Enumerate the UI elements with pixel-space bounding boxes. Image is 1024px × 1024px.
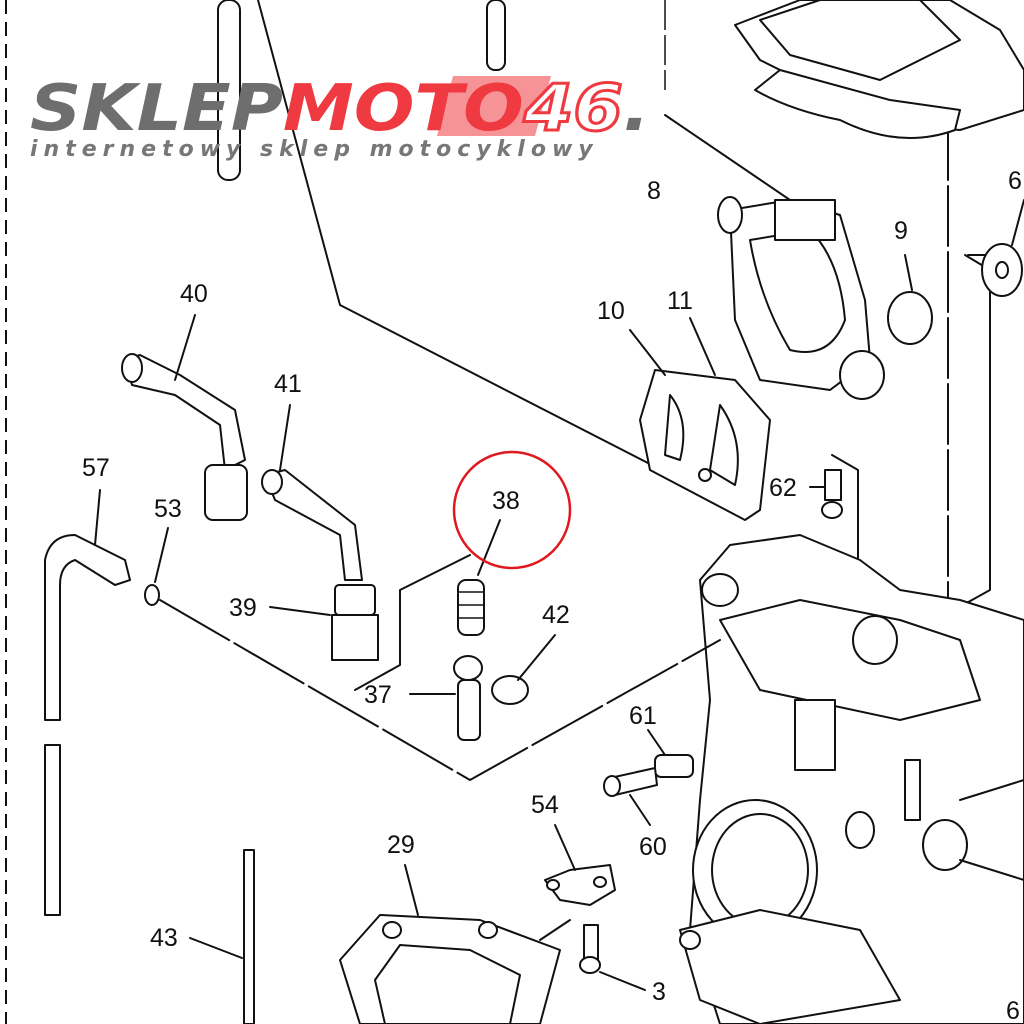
label-6-top: 6 <box>1008 167 1022 195</box>
part-3 <box>579 924 646 991</box>
watermark-backdrop <box>436 76 552 136</box>
part-37 <box>409 655 483 741</box>
group-frame-line <box>159 599 721 781</box>
part-cover-top <box>734 0 1024 139</box>
label-9: 9 <box>894 217 908 245</box>
label-62: 62 <box>769 474 797 502</box>
label-54: 54 <box>531 791 559 819</box>
highlight-circle-38 <box>452 450 572 570</box>
part-43 <box>189 849 255 1024</box>
label-41: 41 <box>274 370 302 398</box>
label-53: 53 <box>154 495 182 523</box>
label-57: 57 <box>82 454 110 482</box>
watermark-46: 46 <box>523 72 623 146</box>
part-60-61 <box>603 729 694 826</box>
part-9 <box>887 254 933 345</box>
watermark-sklep: SKLEP <box>30 72 283 146</box>
part-40 <box>121 314 248 521</box>
part-53 <box>144 527 169 606</box>
label-42: 42 <box>542 601 570 629</box>
watermark-tagline: internetowy sklep motocyklowy <box>30 137 599 162</box>
label-40: 40 <box>180 280 208 308</box>
label-37: 37 <box>364 681 392 709</box>
part-10-11-gasket <box>629 317 771 521</box>
label-3: 3 <box>652 978 666 1006</box>
part-6-washer <box>967 199 1024 297</box>
label-39: 39 <box>229 594 257 622</box>
label-29: 29 <box>387 831 415 859</box>
watermark-moto: MOTO <box>283 72 524 146</box>
part-38 <box>457 519 501 636</box>
label-61: 61 <box>629 702 657 730</box>
label-8: 8 <box>647 177 661 205</box>
part-8 <box>717 196 885 400</box>
part-62 <box>809 454 859 561</box>
rod-top-left <box>217 0 241 181</box>
part-42 <box>491 634 556 705</box>
part-57 <box>44 489 131 916</box>
carburetor-body <box>679 534 1024 1024</box>
label-11: 11 <box>667 287 693 315</box>
part-39 <box>269 584 379 661</box>
part-41 <box>261 404 363 581</box>
part-29 <box>339 864 571 1024</box>
part-54 <box>544 824 616 906</box>
label-60: 60 <box>639 833 667 861</box>
watermark-dot: . <box>623 72 650 146</box>
leader-line <box>664 114 791 201</box>
label-38: 38 <box>492 487 520 515</box>
label-6-bottom: 6 <box>1006 997 1020 1024</box>
leader-line <box>257 0 721 501</box>
label-10: 10 <box>597 297 625 325</box>
rod-top-middle <box>486 0 506 71</box>
label-43: 43 <box>150 924 178 952</box>
group-frame-line <box>354 554 471 691</box>
